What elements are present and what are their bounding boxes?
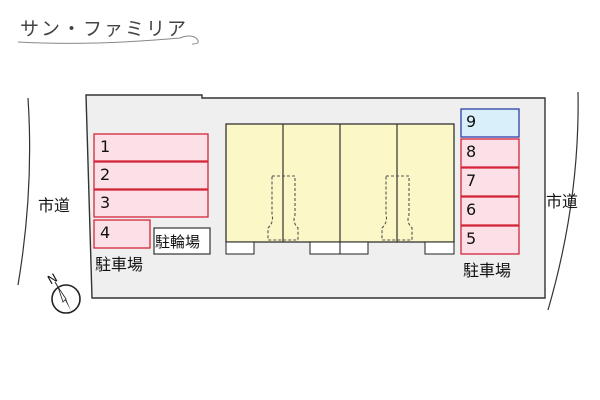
- road-edge-right: [547, 91, 579, 311]
- stair-outline: [381, 175, 413, 241]
- parking-space-7: [460, 167, 520, 197]
- parking-space-5: [460, 225, 520, 255]
- parking-space-8: [460, 138, 520, 168]
- parking-space-2: [93, 161, 209, 190]
- parking-space-9: [460, 108, 520, 138]
- parking-space-4: [93, 219, 151, 249]
- parking-space-label-8: 8: [466, 142, 477, 161]
- parking-right-label: 駐車場: [463, 261, 512, 280]
- parking-left-label: 駐車場: [95, 255, 144, 274]
- bicycle-parking-label: 駐輪場: [155, 233, 201, 251]
- parking-space-6: [460, 196, 520, 226]
- road-label-right: 市道: [546, 192, 579, 211]
- parking-right-spaces: [460, 108, 520, 255]
- parking-space-label-3: 3: [100, 193, 111, 212]
- bicycle-parking-box: [153, 227, 211, 255]
- property-title: サン・ファミリア: [20, 18, 189, 40]
- balcony: [309, 241, 341, 255]
- compass-icon: [51, 281, 81, 314]
- balcony: [339, 241, 369, 255]
- parking-left-spaces: [93, 133, 209, 249]
- balcony: [225, 241, 255, 255]
- road-edge-left: [17, 97, 31, 286]
- parking-space-label-2: 2: [100, 165, 111, 184]
- parking-space-label-6: 6: [466, 200, 477, 219]
- parking-space-label-5: 5: [466, 229, 477, 248]
- title-underline: [17, 35, 199, 45]
- parking-space-label-4: 4: [100, 223, 111, 242]
- parking-space-1: [93, 133, 209, 162]
- road-label-left: 市道: [38, 196, 71, 215]
- parking-space-label-1: 1: [100, 137, 111, 156]
- building: [225, 123, 455, 255]
- balcony: [424, 241, 455, 255]
- parking-space-label-7: 7: [466, 171, 477, 190]
- parking-space-3: [93, 189, 209, 218]
- parking-space-label-9: 9: [466, 112, 477, 131]
- stair-outline: [267, 175, 299, 241]
